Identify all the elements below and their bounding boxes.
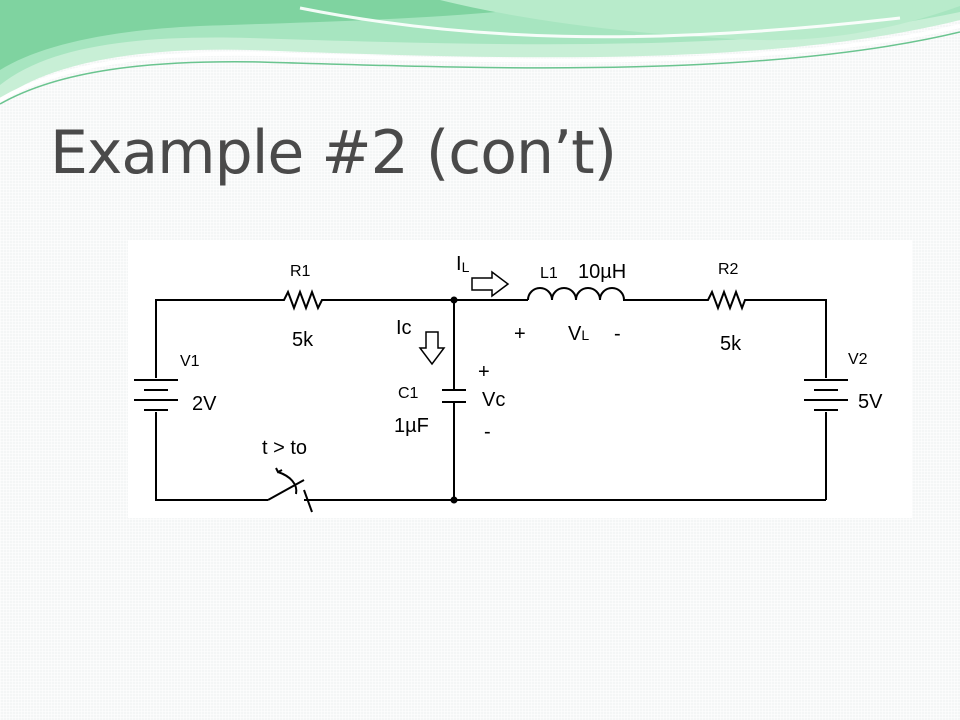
v1-name-label: V1 <box>180 353 200 370</box>
wire-left-bottom <box>155 412 268 501</box>
circuit-diagram-panel: R1 5k IL L1 10µH + VL - R2 5k Ic C1 1µF … <box>128 240 912 518</box>
vl-plus-label: + <box>514 323 526 345</box>
vl-voltage-label: VL <box>568 323 589 345</box>
r1-name-label: R1 <box>290 263 311 280</box>
v2-name-label: V2 <box>848 351 868 368</box>
r2-name-label: R2 <box>718 261 739 278</box>
header-wave-decoration <box>0 0 960 105</box>
inductor-l1-symbol <box>527 287 628 301</box>
wire-left-top <box>155 299 258 378</box>
vl-minus-label: - <box>614 323 621 345</box>
switch-symbol <box>267 467 313 513</box>
v2-value-label: 5V <box>858 391 883 413</box>
resistor-r1-symbol <box>258 289 338 311</box>
resistor-r2-symbol <box>703 289 748 311</box>
current-arrow-il <box>471 270 510 298</box>
vc-plus-label: + <box>478 361 490 383</box>
il-current-label: IL <box>456 253 470 275</box>
slide-title: Example #2 (con’t) <box>50 118 617 188</box>
current-arrow-ic <box>418 331 446 366</box>
switch-time-label: t > to <box>262 437 307 459</box>
junction-node-bottom <box>450 496 458 504</box>
r1-value-label: 5k <box>292 329 314 351</box>
vc-voltage-label: Vc <box>482 389 505 411</box>
v1-value-label: 2V <box>192 393 217 415</box>
wire-r2-to-v2 <box>748 299 827 378</box>
l1-value-label: 10µH <box>578 261 626 283</box>
junction-node-top <box>450 296 458 304</box>
ic-current-label: Ic <box>396 317 412 339</box>
l1-name-label: L1 <box>540 265 558 282</box>
c1-name-label: C1 <box>398 385 419 402</box>
c1-value-label: 1µF <box>394 415 429 437</box>
r2-value-label: 5k <box>720 333 742 355</box>
circuit-diagram: R1 5k IL L1 10µH + VL - R2 5k Ic C1 1µF … <box>134 253 883 513</box>
vc-minus-label: - <box>484 421 491 443</box>
